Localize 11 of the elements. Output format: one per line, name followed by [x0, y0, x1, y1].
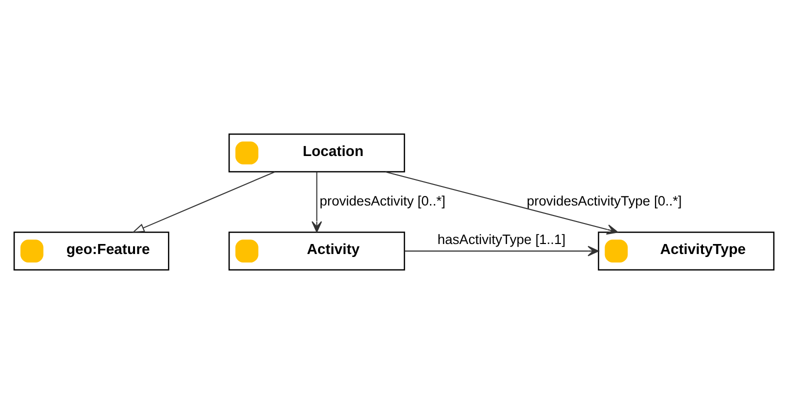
arrow	[385, 171, 618, 235]
node-box: Activity	[228, 232, 406, 270]
edge-label: providesActivity [0..*]	[320, 194, 446, 209]
arrow	[404, 246, 600, 256]
node-box: ActivityType	[598, 232, 774, 270]
node-box: Location	[228, 134, 406, 172]
edge-label: hasActivityType [1..1]	[437, 232, 566, 248]
node-box: geo:Feature	[14, 232, 170, 270]
edge-label: providesActivityType [0..*]	[526, 194, 682, 209]
arrow	[132, 171, 276, 233]
arrow	[312, 172, 322, 233]
